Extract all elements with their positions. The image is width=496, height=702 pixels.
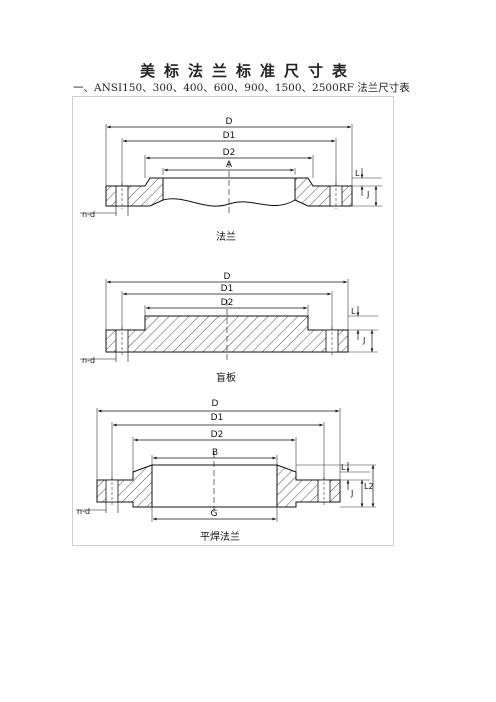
document-title: 美标法兰标准尺寸表 xyxy=(139,62,356,80)
dim-label-d1: D1 xyxy=(221,284,234,294)
document-subtitle: 一、ANSI150、300、400、600、900、1500、2500RF 法兰… xyxy=(73,82,410,94)
figure-caption-weld-neck: 法兰 xyxy=(216,230,236,243)
dim-label-j: J xyxy=(366,190,369,199)
figure-blind-flange: D D1 D2 L J n-d 盲板 xyxy=(80,272,378,384)
dim-label-d1: D1 xyxy=(211,413,224,423)
dim-label-j: J xyxy=(362,336,365,345)
figure-caption-slip-on: 平焊法兰 xyxy=(200,530,240,543)
figure-slip-on-flange: D D1 D2 B G xyxy=(76,399,376,543)
dim-label-l: L xyxy=(355,169,360,178)
dim-label-d2: D2 xyxy=(223,148,236,158)
dim-label-d1: D1 xyxy=(223,131,236,141)
dim-label-l2: L2 xyxy=(364,482,374,491)
dim-label-l: L xyxy=(341,463,346,472)
dim-label-l: L xyxy=(351,307,356,316)
dim-label-d: D xyxy=(224,272,231,282)
figure-weld-neck-flange: D D1 D2 A L J xyxy=(80,117,382,243)
dim-label-j: J xyxy=(350,489,353,498)
dim-label-n-d: n-d xyxy=(77,507,90,516)
dim-label-b: B xyxy=(212,448,218,458)
figure-frame xyxy=(72,96,394,546)
figure-caption-blind: 盲板 xyxy=(216,371,236,384)
dim-label-d2: D2 xyxy=(211,430,224,440)
dim-label-g: G xyxy=(211,509,218,519)
dim-label-a: A xyxy=(226,160,233,170)
dim-label-n-d: n-d xyxy=(82,210,95,219)
dim-label-d: D xyxy=(226,117,233,127)
dim-label-n-d: n-d xyxy=(82,356,95,365)
dim-label-d: D xyxy=(212,399,219,409)
